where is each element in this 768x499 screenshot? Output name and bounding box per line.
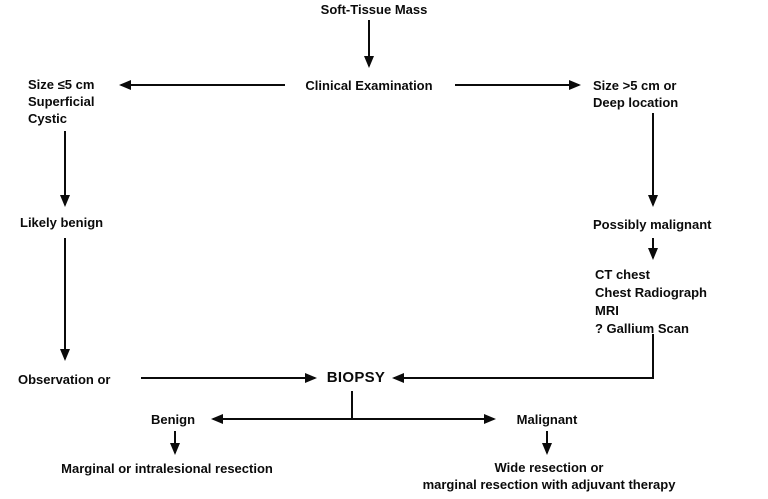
workup-item: Chest Radiograph [595, 285, 707, 300]
node-workup-list: CT chest Chest Radiograph MRI ? Gallium … [595, 266, 707, 338]
left-criteria-line: Superficial [28, 94, 95, 109]
node-malignant-treatment: Wide resection or marginal resection wit… [423, 459, 676, 493]
node-possibly-malignant: Possibly malignant [593, 217, 712, 232]
workup-item: MRI [595, 303, 619, 318]
node-benign: Benign [150, 412, 196, 427]
node-clinical-examination: Clinical Examination [305, 78, 433, 93]
arrow-workup-to-biopsy [392, 334, 654, 383]
node-malignant: Malignant [516, 412, 578, 427]
left-criteria-line: Cystic [28, 111, 68, 126]
workup-item: CT chest [595, 267, 650, 282]
malignant-treatment-line: marginal resection with adjuvant therapy [422, 477, 676, 492]
node-left-criteria: Size ≤5 cm Superficial Cystic [28, 76, 94, 127]
node-likely-benign: Likely benign [20, 215, 104, 230]
left-criteria-line: Size ≤5 cm [28, 77, 95, 92]
right-criteria-line: Deep location [593, 95, 679, 110]
right-criteria-line: Size >5 cm or [593, 78, 677, 93]
node-observation: Observation or [18, 372, 111, 387]
node-right-criteria: Size >5 cm or Deep location [593, 77, 678, 111]
workup-item: ? Gallium Scan [595, 321, 689, 336]
node-soft-tissue-mass: Soft-Tissue Mass [320, 2, 428, 17]
malignant-treatment-line: Wide resection or [494, 460, 604, 475]
node-biopsy: BIOPSY [326, 369, 386, 386]
node-benign-treatment: Marginal or intralesional resection [61, 461, 273, 476]
